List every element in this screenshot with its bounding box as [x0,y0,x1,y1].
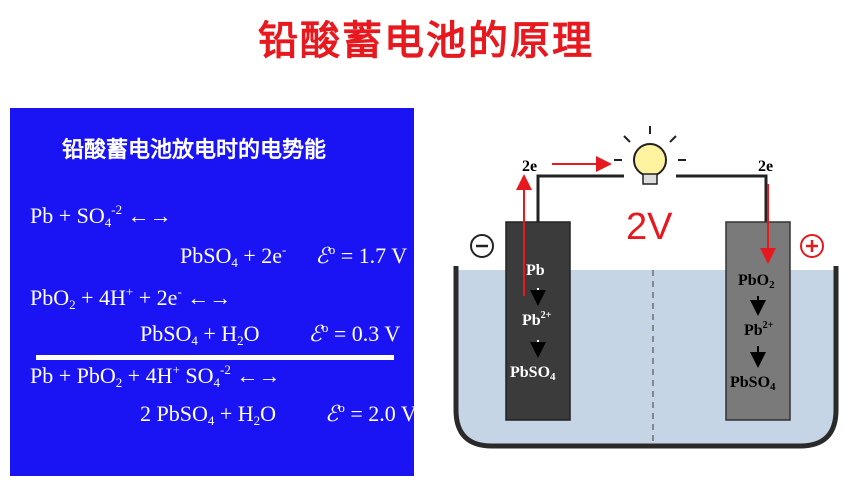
neg-pb-label: Pb [526,262,545,279]
negative-plate [505,221,571,421]
potential-value: = 0.3 V [328,321,401,346]
page-title: 铅酸蓄电池的原理 [258,18,594,64]
neg-pb2-label: Pb2+ [522,310,552,329]
reversible-arrow: ←→ [187,285,232,310]
positive-plate [725,221,791,421]
potential-symbol: ℰ [315,243,329,268]
equation-2-product: PbSO4 + H2O ℰo = 0.3 V [140,320,401,348]
pos-pbo2-label: PbO2 [738,272,775,291]
wire [536,174,624,222]
container [453,266,839,449]
battery-diagram: 2e 2e 2V Pb Pb2+ PbSO4 PbO2 Pb2+ PbSO4 [440,120,852,488]
electron-label-right: 2e [758,158,774,175]
battery-diagram-svg [453,126,839,449]
divider-line [36,355,394,360]
neg-pbso4-label: PbSO4 [510,364,556,383]
panel-heading: 铅酸蓄电池放电时的电势能 [62,138,327,163]
potential-value: = 1.7 V [335,243,408,268]
pos-pb2-label: Pb2+ [744,320,774,339]
potential-symbol: ℰ [325,401,339,426]
electron-label-left: 2e [522,158,538,175]
potential-symbol: ℰ [308,321,322,346]
equation-2: PbO2 + 4H+ + 2e- ←→ [30,284,232,312]
reversible-arrow: ←→ [236,363,281,388]
equation-3-product: 2 PbSO4 + H2O ℰo = 2.0 V [140,400,417,428]
wire [676,174,768,222]
light-bulb-icon [614,126,686,185]
equation-1: Pb + SO4-2 ←→ [30,202,172,230]
equation-1-product: PbSO4 + 2e- ℰo = 1.7 V [180,242,408,270]
potential-value: = 2.0 V [344,401,417,426]
pos-pbso4-label: PbSO4 [730,374,776,393]
equation-panel: 铅酸蓄电池放电时的电势能 Pb + SO4-2 ←→ PbSO4 + 2e- ℰ… [10,108,417,476]
equation-3: Pb + PbO2 + 4H+ SO4-2 ←→ [30,362,281,390]
voltage-label: 2V [626,206,673,248]
reversible-arrow: ←→ [127,203,172,228]
